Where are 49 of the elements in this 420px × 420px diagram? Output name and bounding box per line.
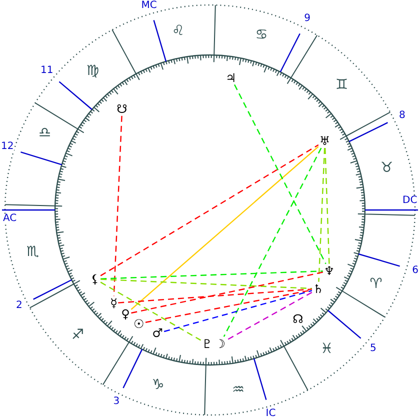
planet-symbol: ♇ — [202, 338, 212, 350]
aspect-line — [100, 278, 312, 290]
planet-symbol: ♄ — [312, 282, 324, 295]
house-number: 8 — [399, 110, 406, 121]
aspect-line — [226, 292, 312, 341]
zodiac-sign: ♊ — [336, 78, 348, 92]
aspect-line — [318, 148, 326, 282]
aspect-line — [118, 288, 312, 304]
zodiac-sign: ♉ — [380, 160, 394, 174]
zodiac-sign: ♓ — [320, 342, 334, 356]
aspect-line — [100, 144, 319, 276]
house-number: 5 — [370, 344, 376, 354]
zodiac-sign: ♋ — [255, 28, 268, 42]
planet-symbol: ♆ — [324, 264, 335, 277]
lilith-symbol: ⚸ — [90, 273, 100, 285]
aspect-line — [113, 116, 122, 296]
planet-symbol: ♂ — [152, 327, 163, 340]
planet-symbol: ☉ — [133, 318, 144, 330]
angle-label: IC — [266, 409, 276, 419]
zodiac-sign: ♑ — [152, 378, 164, 392]
house-number: 12 — [1, 142, 14, 152]
aspect-line — [324, 148, 330, 264]
zodiac-sign: ♌ — [172, 24, 184, 38]
lunar-node-symbol: ☊ — [292, 312, 304, 325]
zodiac-sign: ♒ — [232, 382, 245, 397]
angle-label: MC — [141, 1, 157, 11]
zodiac-sign: ♈ — [370, 277, 382, 292]
angle-label: AC — [3, 214, 17, 224]
house-number: 9 — [304, 14, 311, 24]
aspect-line — [164, 290, 312, 332]
aspect-line — [131, 272, 324, 314]
planet-symbol: ☽ — [214, 338, 226, 350]
house-number: 3 — [113, 397, 120, 408]
planet-symbol: ♃ — [225, 72, 236, 84]
aspect-line — [100, 282, 201, 341]
zodiac-sign: ♏ — [26, 245, 40, 260]
planet-symbol: ♅ — [319, 134, 330, 147]
zodiac-sign: ♐ — [71, 328, 84, 342]
zodiac-sign: ♎ — [38, 126, 52, 140]
aspect-line — [223, 148, 322, 337]
planet-symbol: ♀ — [121, 308, 130, 320]
aspect-line — [130, 146, 319, 310]
zodiac-sign: ♍ — [86, 64, 100, 78]
lunar-node-symbol: ☋ — [116, 102, 128, 115]
angle-label: DC — [402, 196, 418, 206]
planet-symbol: ☿ — [110, 297, 118, 310]
house-number: 6 — [412, 266, 419, 276]
aspect-line — [234, 84, 326, 264]
aspect-line — [100, 270, 323, 280]
